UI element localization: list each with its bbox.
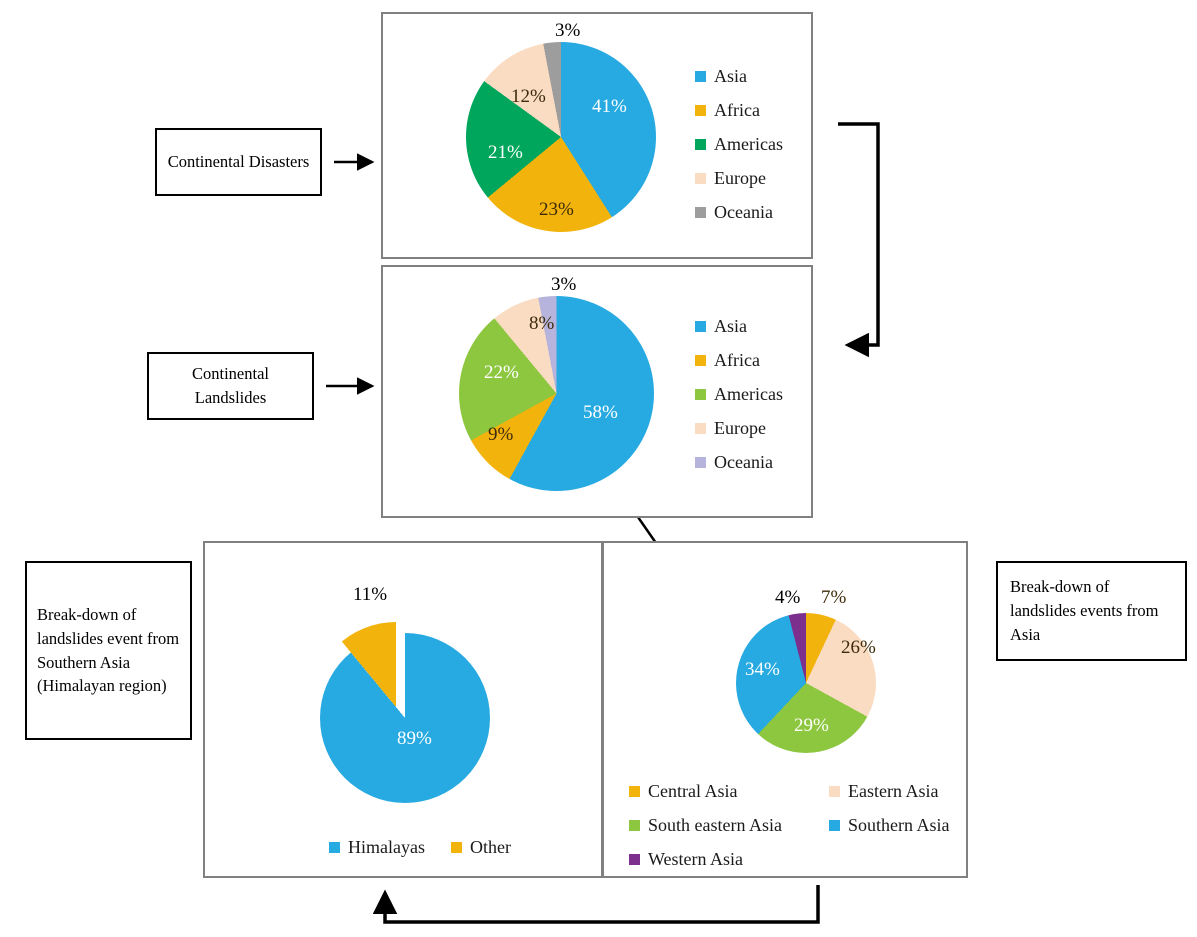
legend-label-western-asia: Western Asia <box>648 848 744 869</box>
arrow-asia-bottom-to-himalaya-bottom <box>372 885 820 924</box>
legend-label-americas: Americas <box>714 383 783 404</box>
legend-label-oceania: Oceania <box>714 451 773 472</box>
legend-label-central-asia: Central Asia <box>648 780 738 801</box>
label-box-continental-landslides: Continental Landslides <box>147 352 314 420</box>
legend-label-himalayas: Himalayas <box>348 837 425 857</box>
pie-asia-breakdown <box>736 613 876 753</box>
legend-item-other: Other <box>450 837 511 858</box>
legend-swatch-europe-icon <box>695 172 706 184</box>
legend-item-americas: Americas <box>695 127 783 161</box>
label-asia-note: Break-down of landslides events from Asi… <box>1010 577 1159 644</box>
legend-continental-disasters: Asia Africa Americas Europe Oceania <box>695 59 783 229</box>
legend-swatch-asia-icon <box>695 320 706 332</box>
legend-swatch-europe-icon <box>695 422 706 434</box>
legend-item-africa: Africa <box>695 343 783 377</box>
legend-swatch-africa-icon <box>695 354 706 366</box>
legend-item-central-asia: Central Asia <box>629 774 829 808</box>
legend-label-oceania: Oceania <box>714 201 773 222</box>
pie-label-asia-central: 7% <box>821 587 847 608</box>
label-box-asia-note: Break-down of landslides events from Asi… <box>996 561 1187 661</box>
pie-continental-disasters <box>466 42 656 232</box>
chart-frame-continental-landslides: 58% 9% 22% 8% 3% Asia Africa Americas Eu… <box>381 265 813 518</box>
label-continental-landslides: Continental Landslides <box>192 364 269 407</box>
chart-frame-himalaya-breakdown: 89% 11% Himalayas Other <box>203 541 603 878</box>
legend-swatch-other-icon <box>450 842 462 853</box>
legend-item-eastern-asia: Eastern Asia <box>829 774 1009 808</box>
legend-item-oceania: Oceania <box>695 445 783 479</box>
legend-item-africa: Africa <box>695 93 783 127</box>
legend-swatch-americas-icon <box>695 388 706 400</box>
pie-label-disasters-oceania: 3% <box>555 20 581 41</box>
chart-frame-asia-breakdown: 7% 26% 29% 34% 4% Central Asia Eastern A… <box>602 541 968 878</box>
legend-label-africa: Africa <box>714 99 760 120</box>
pie-slices-landslides <box>459 296 654 491</box>
legend-label-south-eastern-asia: South eastern Asia <box>648 814 782 835</box>
legend-asia-breakdown: Central Asia Eastern Asia South eastern … <box>629 774 1009 876</box>
pie-slice-other <box>311 622 481 792</box>
arrow-disasters-to-landslides <box>838 122 880 358</box>
legend-swatch-south-eastern-asia-icon <box>629 819 640 831</box>
label-continental-disasters: Continental Disasters <box>167 152 310 172</box>
legend-swatch-western-asia-icon <box>629 853 640 865</box>
legend-item-oceania: Oceania <box>695 195 783 229</box>
legend-continental-landslides: Asia Africa Americas Europe Oceania <box>695 309 783 479</box>
legend-swatch-africa-icon <box>695 104 706 116</box>
legend-label-americas: Americas <box>714 133 783 154</box>
pie-slice-other-exploded <box>311 622 481 792</box>
legend-label-eastern-asia: Eastern Asia <box>848 780 939 801</box>
legend-swatch-americas-icon <box>695 138 706 150</box>
legend-item-europe: Europe <box>695 411 783 445</box>
legend-item-asia: Asia <box>695 309 783 343</box>
legend-swatch-oceania-icon <box>695 206 706 218</box>
legend-label-other: Other <box>469 837 511 857</box>
legend-himalaya-breakdown: Himalayas Other <box>329 837 511 858</box>
pie-label-asia-western: 4% <box>775 587 801 608</box>
legend-label-southern-asia: Southern Asia <box>848 814 950 835</box>
pie-slices-disasters <box>466 42 656 232</box>
label-box-himalaya-note: Break-down of landslides event from Sout… <box>25 561 192 740</box>
pie-label-other: 11% <box>353 584 388 605</box>
legend-label-africa: Africa <box>714 349 760 370</box>
legend-label-europe: Europe <box>714 167 766 188</box>
legend-swatch-asia-icon <box>695 70 706 82</box>
legend-item-europe: Europe <box>695 161 783 195</box>
legend-item-himalayas: Himalayas <box>329 837 425 858</box>
label-himalaya-note: Break-down of landslides event from Sout… <box>37 604 180 696</box>
legend-label-europe: Europe <box>714 417 766 438</box>
legend-label-asia: Asia <box>714 65 747 86</box>
legend-swatch-southern-asia-icon <box>829 819 840 831</box>
legend-item-southern-asia: Southern Asia <box>829 808 1009 842</box>
label-box-continental-disasters: Continental Disasters <box>155 128 322 196</box>
legend-swatch-himalayas-icon <box>329 842 340 853</box>
legend-item-americas: Americas <box>695 377 783 411</box>
legend-item-south-eastern-asia: South eastern Asia <box>629 808 829 842</box>
pie-label-landslides-oceania: 3% <box>551 274 577 295</box>
chart-frame-continental-disasters: 41% 23% 21% 12% 3% Asia Africa Americas … <box>381 12 813 259</box>
pie-continental-landslides <box>459 296 654 491</box>
legend-item-western-asia: Western Asia <box>629 842 829 876</box>
pie-slices-asia <box>736 613 876 753</box>
legend-label-asia: Asia <box>714 315 747 336</box>
legend-swatch-eastern-asia-icon <box>829 785 840 797</box>
legend-swatch-oceania-icon <box>695 456 706 468</box>
legend-item-asia: Asia <box>695 59 783 93</box>
legend-swatch-central-asia-icon <box>629 785 640 797</box>
